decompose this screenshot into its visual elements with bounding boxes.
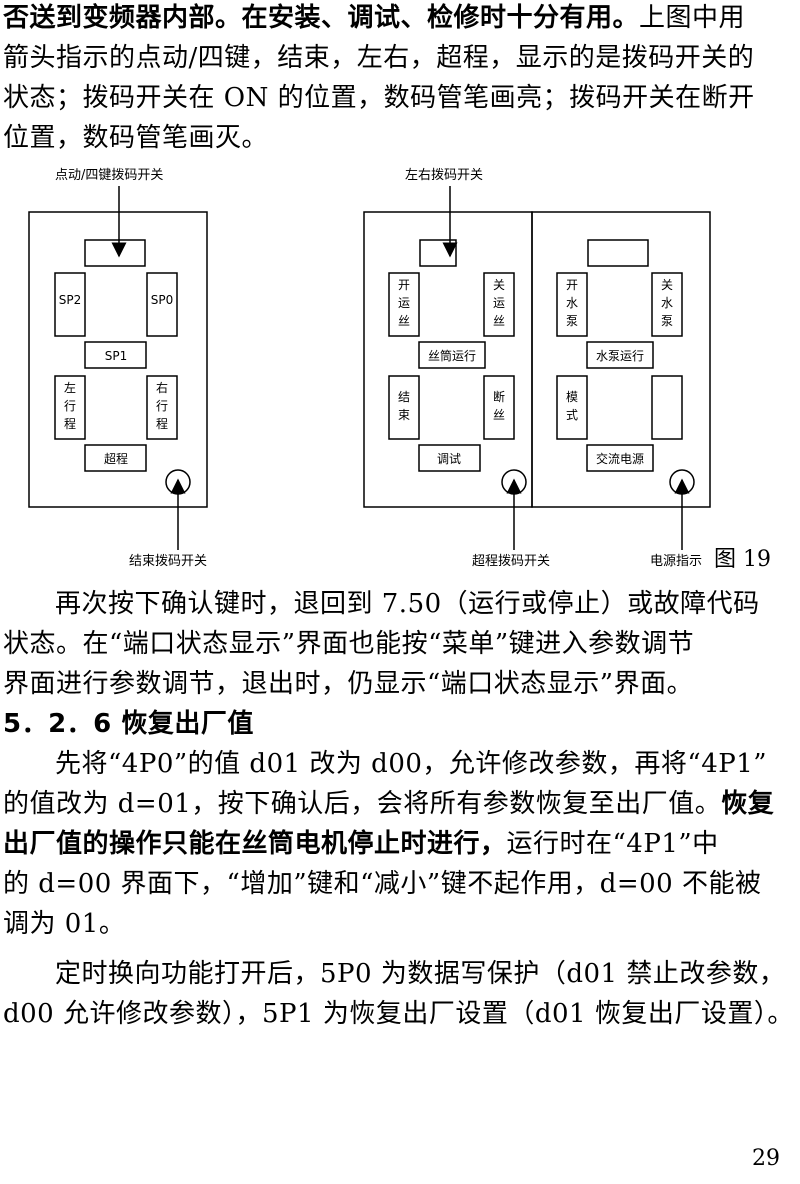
right-panel xyxy=(531,211,711,508)
mode-char: 模 xyxy=(566,390,578,404)
debug-switch xyxy=(418,444,481,472)
left-panel xyxy=(28,211,208,508)
ac-power-switch xyxy=(586,444,654,472)
section-heading: 5．2．6 恢复出厂值 xyxy=(3,709,254,739)
ac-power-label: 交流电源 xyxy=(596,451,644,466)
para2-line1: 再次按下确认键时，退回到 7.50（运行或停止）或故障代码 xyxy=(55,589,760,619)
open-wire-char: 丝 xyxy=(398,314,410,328)
sp0-label: SP0 xyxy=(151,293,174,307)
pump-off-char: 水 xyxy=(661,296,673,310)
mode-char: 式 xyxy=(566,408,578,422)
sp1-label: SP1 xyxy=(105,349,128,363)
para3-line4: 的 d=00 界面下，“增加”键和“减小”键不起作用，d=00 不能被 xyxy=(3,869,762,899)
open-wire-switch xyxy=(388,272,420,337)
pump-run-label: 水泵运行 xyxy=(596,349,644,363)
end-switch-label: 结束拨码开关 xyxy=(129,554,207,569)
text: 上图中用 xyxy=(639,3,746,33)
over-switch-label: 超程拨码开关 xyxy=(472,554,550,569)
open-wire-char: 开 xyxy=(398,278,410,292)
page-number: 29 xyxy=(752,1146,780,1171)
switch-panel-diagram: 点动/四键拨码开关 左右拨码开关 结束拨码开关 超程拨码开关 电源指示 图 19… xyxy=(28,168,771,572)
end-switch xyxy=(388,375,420,440)
text: 运行时在“4P1”中 xyxy=(506,829,719,859)
pump-run-switch xyxy=(586,341,654,369)
end-char: 束 xyxy=(398,408,410,422)
mode-switch xyxy=(556,375,588,440)
para1-line3: 状态；拨码开关在 ON 的位置，数码管笔画亮；拨码开关在断开 xyxy=(3,83,755,113)
right-travel-char: 程 xyxy=(156,416,168,431)
para3-line5: 调为 01。 xyxy=(3,909,126,939)
bold-text: 恢复 xyxy=(721,789,775,819)
break-char: 断 xyxy=(493,389,505,404)
para4-line2: d00 允许修改参数），5P1 为恢复出厂设置（d01 恢复出厂设置）。 xyxy=(3,999,794,1029)
para1-line4: 位置，数码管笔画灭。 xyxy=(3,123,269,153)
lr-switch-label: 左右拨码开关 xyxy=(405,168,483,183)
close-wire-switch xyxy=(483,272,515,337)
right-travel-char: 行 xyxy=(156,399,168,413)
para3-line3: 出厂值的操作只能在丝筒电机停止时进行，运行时在“4P1”中 xyxy=(3,826,797,862)
left-travel-char: 行 xyxy=(64,399,76,413)
break-char: 丝 xyxy=(493,408,505,422)
pump-off-switch xyxy=(651,272,683,337)
pump-on-char: 开 xyxy=(566,278,578,292)
wire-break-switch xyxy=(483,375,515,440)
blank-switch xyxy=(651,375,683,440)
sp1-switch xyxy=(84,341,147,369)
sp2-switch xyxy=(54,272,86,337)
sp0-switch xyxy=(146,272,178,337)
open-wire-char: 运 xyxy=(398,296,410,310)
para4-line1: 定时换向功能打开后，5P0 为数据写保护（d01 禁止改参数， xyxy=(55,959,786,989)
drum-run-switch xyxy=(418,341,486,369)
bold-text: 出厂值的操作只能在丝筒电机停止时进行， xyxy=(3,829,507,859)
display-segment-top xyxy=(587,239,649,267)
pump-on-switch xyxy=(556,272,588,337)
power-indicator-label: 电源指示 xyxy=(650,554,702,569)
left-travel-switch xyxy=(54,375,86,440)
close-wire-char: 运 xyxy=(493,296,505,310)
para3-line2: 的值改为 d=01，按下确认后，会将所有参数恢复至出厂值。恢复 xyxy=(3,786,797,822)
para2-line2: 状态。在“端口状态显示”界面也能按“菜单”键进入参数调节 xyxy=(3,629,695,659)
pump-off-char: 关 xyxy=(661,278,673,292)
bold-text: 否送到变频器内部。在安装、调试、检修时十分有用。 xyxy=(3,3,640,33)
drum-run-label: 丝筒运行 xyxy=(428,348,476,363)
sp2-label: SP2 xyxy=(59,293,82,307)
jog-switch-label: 点动/四键拨码开关 xyxy=(55,168,163,183)
display-segment-top xyxy=(84,239,146,267)
right-travel-switch xyxy=(146,375,178,440)
pump-off-char: 泵 xyxy=(661,314,673,328)
pump-on-char: 泵 xyxy=(566,314,578,328)
right-travel-char: 右 xyxy=(156,380,168,395)
para1-line1: 否送到变频器内部。在安装、调试、检修时十分有用。上图中用 xyxy=(3,0,797,36)
close-wire-char: 关 xyxy=(493,278,505,292)
figure-caption: 图 19 xyxy=(714,547,771,572)
left-travel-char: 程 xyxy=(64,416,76,431)
overtravel-label: 超程 xyxy=(104,451,128,466)
left-travel-char: 左 xyxy=(64,380,76,395)
debug-label: 调试 xyxy=(437,451,461,466)
overtravel-switch xyxy=(84,444,147,472)
para3-line1: 先将“4P0”的值 d01 改为 d00，允许修改参数，再将“4P1” xyxy=(55,749,768,779)
para1-line2: 箭头指示的点动/四键，结束，左右，超程，显示的是拨码开关的 xyxy=(3,43,755,73)
pump-on-char: 水 xyxy=(566,296,578,310)
end-char: 结 xyxy=(398,390,410,404)
close-wire-char: 丝 xyxy=(493,314,505,328)
text: 的值改为 d=01，按下确认后，会将所有参数恢复至出厂值。 xyxy=(3,789,722,819)
para2-line3: 界面进行参数调节，退出时，仍显示“端口状态显示”界面。 xyxy=(3,669,694,699)
